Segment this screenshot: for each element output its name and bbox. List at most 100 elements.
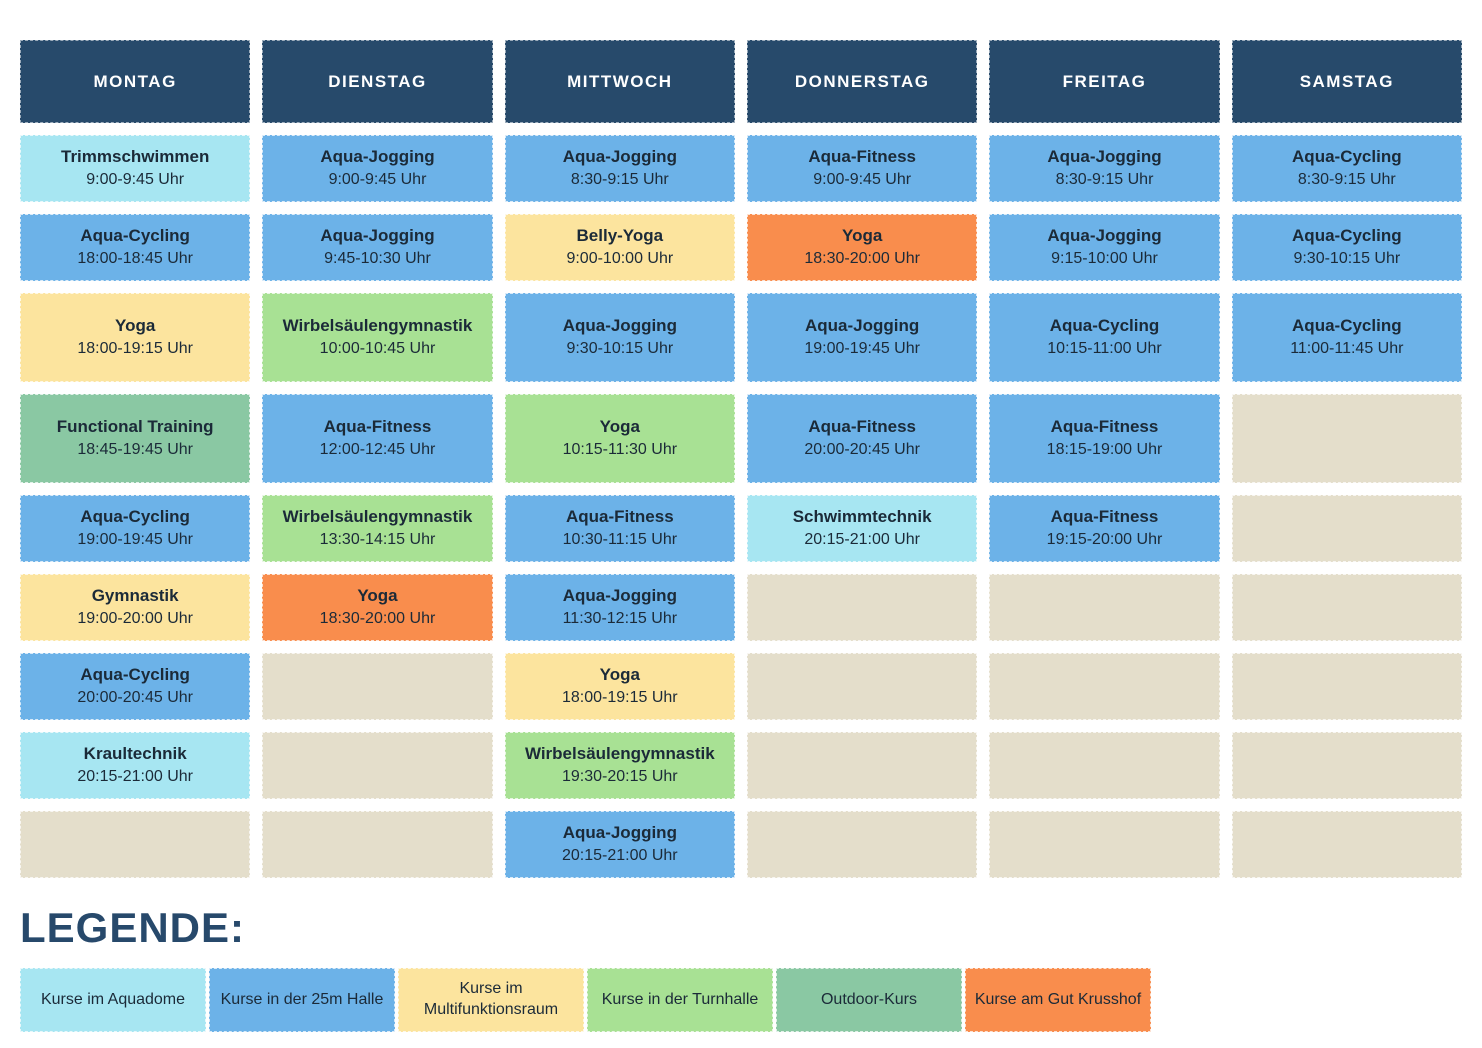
- legend-item-outdoor: Outdoor-Kurs: [776, 968, 962, 1032]
- empty-slot: [1231, 574, 1462, 641]
- course-title: Aqua-Jogging: [562, 823, 677, 843]
- course-slot: Yoga 18:30-20:00 Uhr: [746, 214, 978, 281]
- course-time: 9:30-10:15 Uhr: [1293, 250, 1401, 268]
- course-title: Aqua-Fitness: [565, 507, 674, 527]
- course-time: 20:15-21:00 Uhr: [562, 847, 678, 865]
- course-title: Wirbelsäulengymnastik: [282, 507, 473, 527]
- course-slot: Schwimmtechnik 20:15-21:00 Uhr: [746, 495, 978, 562]
- course-time: 18:30-20:00 Uhr: [804, 250, 920, 268]
- course-time: 20:15-21:00 Uhr: [804, 531, 920, 549]
- course-title: Functional Training: [56, 417, 214, 437]
- course-title: Wirbelsäulengymnastik: [524, 744, 715, 764]
- course-time: 13:30-14:15 Uhr: [319, 531, 436, 549]
- course-title: Wirbelsäulengymnastik: [282, 316, 473, 336]
- legend-item-krusshof: Kurse am Gut Krusshof: [965, 968, 1151, 1032]
- course-time: 18:00-19:15 Uhr: [77, 340, 193, 358]
- day-header: FREITAG: [989, 40, 1220, 123]
- course-time: 10:15-11:30 Uhr: [562, 441, 678, 459]
- course-time: 8:30-9:15 Uhr: [570, 171, 669, 189]
- empty-slot: [746, 653, 978, 720]
- course-time: 20:00-20:45 Uhr: [804, 441, 920, 459]
- course-title: Trimmschwimmen: [61, 147, 210, 167]
- course-title: Aqua-Cycling: [1292, 147, 1402, 167]
- course-slot: Aqua-Fitness 20:00-20:45 Uhr: [746, 394, 978, 483]
- course-title: Aqua-Fitness: [808, 147, 916, 167]
- course-title: Aqua-Cycling: [80, 665, 190, 685]
- empty-slot: [746, 732, 978, 799]
- empty-slot: [1231, 811, 1462, 878]
- course-title: Kraultechnik: [83, 744, 187, 764]
- course-time: 9:00-9:45 Uhr: [328, 171, 427, 189]
- course-time: 8:30-9:15 Uhr: [1055, 171, 1154, 189]
- course-slot: Functional Training 18:45-19:45 Uhr: [20, 394, 251, 483]
- day-header: MITTWOCH: [504, 40, 735, 123]
- course-time: 9:00-9:45 Uhr: [86, 171, 185, 189]
- empty-slot: [989, 653, 1220, 720]
- course-time: 18:45-19:45 Uhr: [77, 441, 193, 459]
- empty-slot: [1231, 495, 1462, 562]
- course-time: 10:00-10:45 Uhr: [319, 340, 436, 358]
- course-title: Yoga: [599, 417, 640, 437]
- course-title: Aqua-Jogging: [320, 147, 435, 167]
- course-slot: Yoga 10:15-11:30 Uhr: [504, 394, 735, 483]
- course-time: 8:30-9:15 Uhr: [1297, 171, 1396, 189]
- empty-slot: [262, 653, 493, 720]
- course-time: 20:15-21:00 Uhr: [77, 768, 193, 786]
- empty-slot: [1231, 653, 1462, 720]
- course-slot: Wirbelsäulengymnastik 10:00-10:45 Uhr: [262, 293, 493, 382]
- course-slot: Aqua-Jogging 20:15-21:00 Uhr: [504, 811, 735, 878]
- course-title: Aqua-Jogging: [805, 316, 920, 336]
- day-header: SAMSTAG: [1231, 40, 1462, 123]
- course-slot: Trimmschwimmen 9:00-9:45 Uhr: [20, 135, 251, 202]
- course-time: 19:00-20:00 Uhr: [77, 610, 193, 628]
- empty-slot: [1231, 394, 1462, 483]
- course-title: Yoga: [842, 226, 883, 246]
- course-title: Aqua-Fitness: [808, 417, 916, 437]
- legend-item-aquadome: Kurse im Aquadome: [20, 968, 206, 1032]
- course-slot: Aqua-Cycling 8:30-9:15 Uhr: [1231, 135, 1462, 202]
- course-title: Aqua-Jogging: [1047, 226, 1162, 246]
- course-title: Aqua-Jogging: [1047, 147, 1162, 167]
- course-time: 18:30-20:00 Uhr: [319, 610, 436, 628]
- course-title: Yoga: [115, 316, 156, 336]
- course-title: Aqua-Jogging: [562, 316, 677, 336]
- legend-item-multifunktionsraum: Kurse im Multifunktionsraum: [398, 968, 584, 1032]
- course-time: 10:30-11:15 Uhr: [562, 531, 678, 549]
- course-title: Schwimmtechnik: [792, 507, 932, 527]
- course-title: Aqua-Jogging: [320, 226, 435, 246]
- day-header: MONTAG: [20, 40, 251, 123]
- course-slot: Aqua-Fitness 10:30-11:15 Uhr: [504, 495, 735, 562]
- course-slot: Aqua-Jogging 8:30-9:15 Uhr: [989, 135, 1220, 202]
- course-time: 9:00-9:45 Uhr: [813, 171, 912, 189]
- empty-slot: [989, 811, 1220, 878]
- course-slot: Yoga 18:00-19:15 Uhr: [20, 293, 251, 382]
- course-time: 11:00-11:45 Uhr: [1290, 340, 1404, 358]
- legend-item-turnhalle: Kurse in der Turnhalle: [587, 968, 773, 1032]
- course-title: Aqua-Jogging: [562, 586, 677, 606]
- course-title: Yoga: [599, 665, 640, 685]
- course-time: 9:00-10:00 Uhr: [566, 250, 674, 268]
- course-slot: Aqua-Fitness 9:00-9:45 Uhr: [746, 135, 978, 202]
- course-title: Aqua-Fitness: [1050, 507, 1159, 527]
- empty-slot: [20, 811, 251, 878]
- course-title: Aqua-Fitness: [323, 417, 432, 437]
- empty-slot: [1231, 732, 1462, 799]
- legend-title: LEGENDE:: [20, 904, 246, 951]
